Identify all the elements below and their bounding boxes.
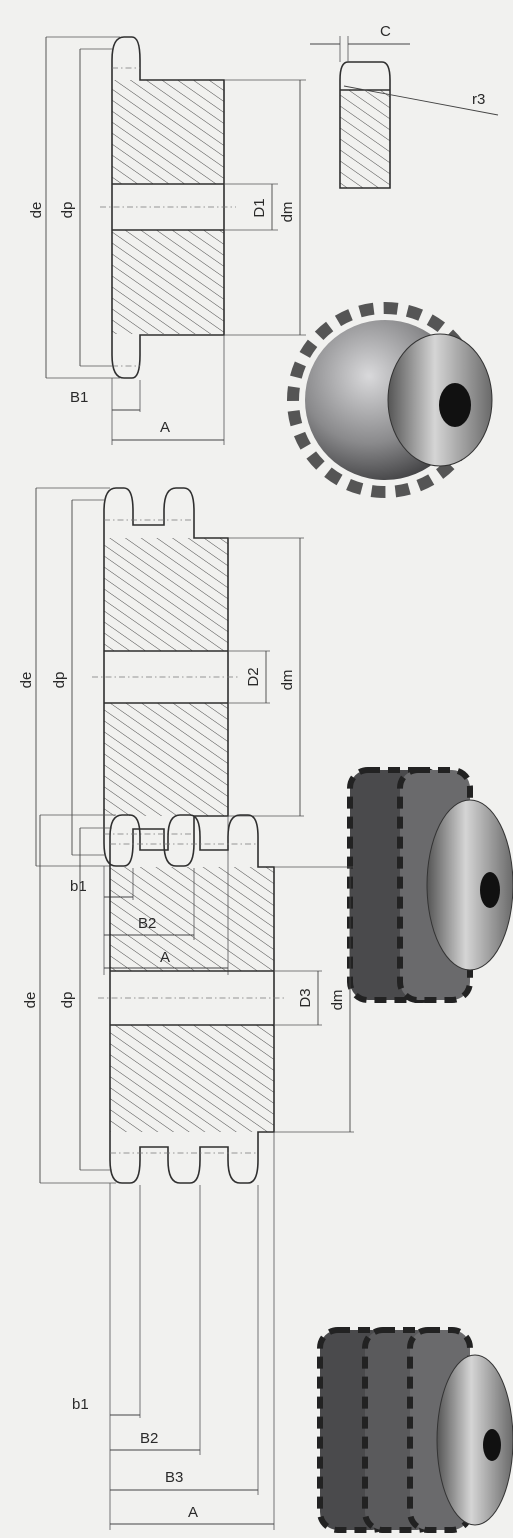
hatch-lower [112, 230, 224, 334]
label-de: de [22, 992, 39, 1009]
hatch-upper [112, 80, 224, 184]
label-b2: B2 [140, 1430, 158, 1447]
label-de: de [18, 672, 35, 689]
label-de: de [28, 202, 45, 219]
simplex-sprocket-photo [287, 302, 493, 498]
label-dm: dm [329, 990, 346, 1011]
label-dm: dm [279, 670, 296, 691]
label-dp: dp [51, 672, 68, 689]
label-dp: dp [59, 202, 76, 219]
label-d2: D2 [245, 667, 262, 686]
label-b1: b1 [70, 878, 87, 895]
duplex-sprocket-photo [347, 767, 513, 1003]
tooth-profile-detail: C r3 [310, 23, 499, 189]
label-b1: B1 [70, 389, 88, 406]
label-b1: b1 [72, 1396, 89, 1413]
label-a: A [188, 1504, 198, 1521]
label-r3: r3 [472, 91, 485, 108]
label-c: C [380, 23, 391, 40]
triplex-sprocket-photo [317, 1327, 513, 1533]
label-b3: B3 [165, 1469, 183, 1486]
figure1-simplex-section: de dp D1 dm B1 A [28, 36, 306, 445]
label-d3: D3 [297, 988, 314, 1007]
label-a: A [160, 419, 170, 436]
label-dm: dm [279, 202, 296, 223]
figure3-triplex-section: de dp D3 dm b1 B2 B3 A [22, 814, 354, 1530]
label-d1: D1 [251, 198, 268, 217]
label-dp: dp [59, 992, 76, 1009]
